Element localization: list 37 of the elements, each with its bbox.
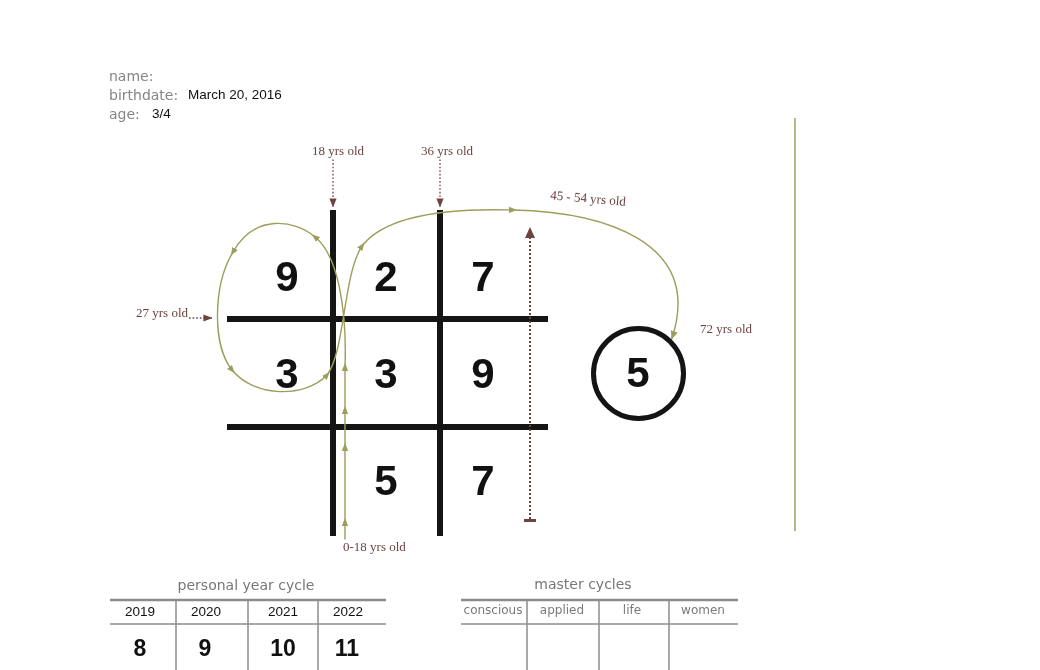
column-header: life <box>622 604 642 618</box>
age-label: 36 yrs old <box>421 143 473 159</box>
column-header: women <box>681 604 725 618</box>
leader-arrow <box>436 158 444 208</box>
number-circle: 5 <box>590 325 686 421</box>
year-number: 10 <box>270 636 296 660</box>
column-header: 2022 <box>333 604 363 620</box>
column-header: applied <box>539 604 585 618</box>
grid-number: 3 <box>374 353 398 395</box>
age-label: 27 yrs old <box>136 305 188 321</box>
field-label: age: <box>109 105 140 123</box>
field-value: 3/4 <box>152 106 171 122</box>
field-value: March 20, 2016 <box>188 87 282 103</box>
age-label: 72 yrs old <box>700 321 752 337</box>
column-header: 2019 <box>125 604 155 620</box>
age-label: 0-18 yrs old <box>343 539 406 555</box>
field-label: name: <box>109 67 154 85</box>
year-number: 8 <box>133 636 147 660</box>
curved-arrow <box>216 206 679 541</box>
leader-arrow <box>188 314 213 322</box>
field-label: birthdate: <box>109 86 179 104</box>
age-label: 18 yrs old <box>312 143 364 159</box>
grid-number: 9 <box>275 256 299 298</box>
grid-number: 7 <box>471 460 495 502</box>
grid-number: 3 <box>275 353 299 395</box>
grid-number: 7 <box>471 256 495 298</box>
leader-arrow <box>329 158 337 208</box>
column-header: 2020 <box>191 604 221 620</box>
grid-number: 9 <box>471 353 495 395</box>
table-title: personal year cycle <box>177 576 315 594</box>
year-number: 9 <box>198 636 212 660</box>
grid-number: 2 <box>374 256 398 298</box>
column-header: 2021 <box>268 604 298 620</box>
grid-number: 5 <box>374 460 398 502</box>
column-header: conscious <box>463 604 523 618</box>
year-number: 11 <box>334 636 360 660</box>
table-title: master cycles <box>534 575 632 593</box>
